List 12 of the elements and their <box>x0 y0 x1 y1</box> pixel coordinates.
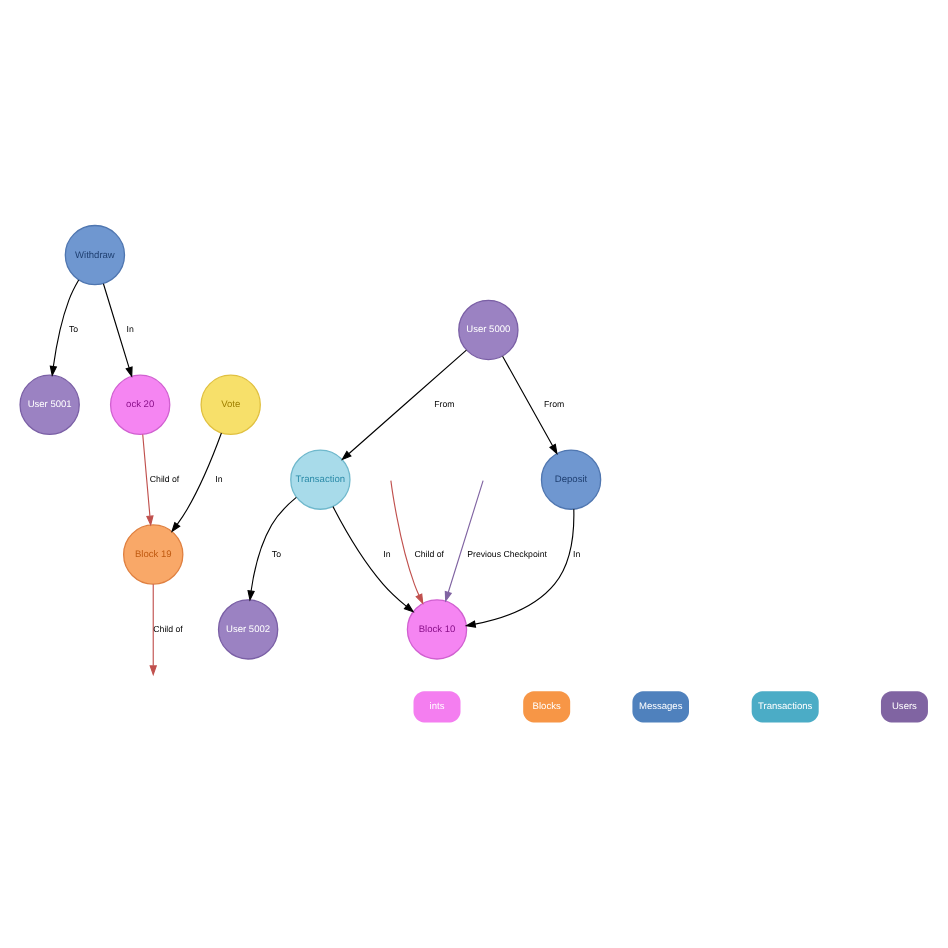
arrow <box>502 355 558 455</box>
arrow <box>149 583 158 677</box>
arrow <box>171 432 222 533</box>
arrow <box>247 496 297 602</box>
arrow <box>341 349 467 461</box>
arrow <box>464 508 575 628</box>
arrow <box>102 283 133 378</box>
arrow <box>142 434 154 527</box>
arrow <box>444 480 484 603</box>
arrow <box>49 279 80 377</box>
arrow <box>332 506 415 613</box>
arrow <box>390 480 424 605</box>
